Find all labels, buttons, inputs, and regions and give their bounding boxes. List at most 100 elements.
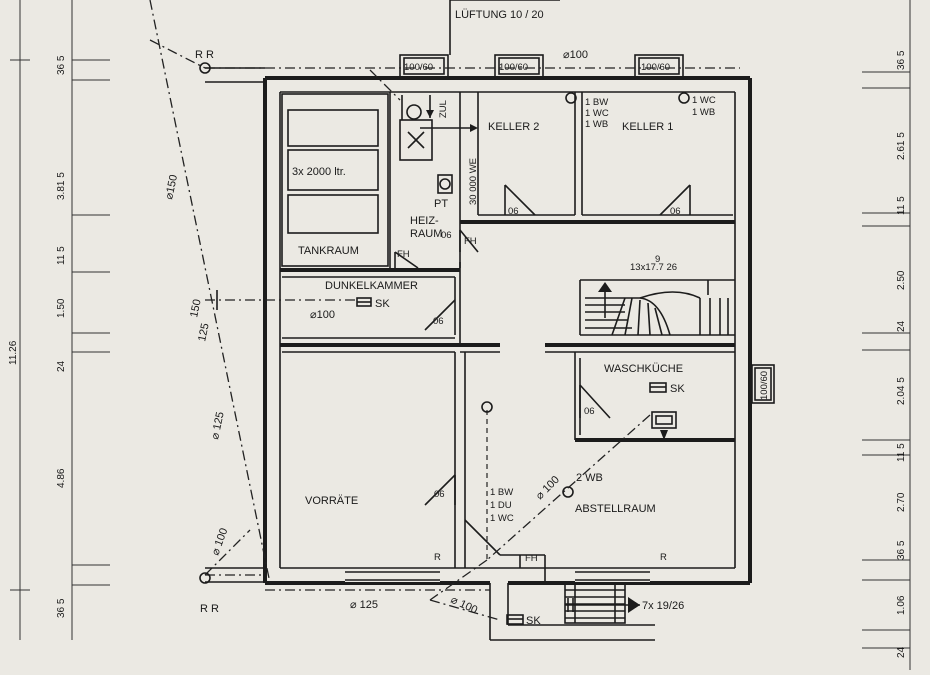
room-abstellraum-label: ABSTELLRAUM (575, 503, 656, 515)
room-waschkueche-label: WASCHKÜCHE (604, 363, 683, 375)
dim-right-10: 1.06 (896, 595, 907, 615)
room-keller-1-label: KELLER 1 (622, 121, 673, 133)
fh-label-1: FH (397, 249, 410, 260)
dim-right-8: 2.70 (896, 492, 907, 512)
door-width-6: 06 (441, 230, 452, 241)
cleanout-top (199, 62, 211, 74)
door-width-4: 06 (584, 406, 595, 417)
wb-label: 2 WB (576, 472, 603, 484)
keller1-conn-2: 1 WB (692, 107, 715, 118)
dim-right-11: 24 (896, 646, 907, 658)
connection-point-keller-1 (678, 92, 690, 104)
door-width-5: 06 (434, 489, 445, 500)
stairwell (579, 279, 735, 336)
dim-right-3: 11 5 (896, 196, 907, 215)
dim-right-4: 2.50 (896, 270, 907, 290)
room-dunkelkammer-label: DUNKELKAMMER (325, 280, 418, 292)
pipe-label-100-lower: ⌀ 100 (210, 527, 231, 557)
stairs-steps-number: 9 (655, 254, 660, 265)
room-keller-1 (581, 92, 733, 216)
bottom-windows (345, 570, 650, 582)
dim-right-5: 24 (896, 320, 907, 332)
pt-label: PT (434, 198, 448, 210)
heizraum-label-2: RAUM (410, 228, 442, 240)
pipe-label-150-diag: ⌀150 (163, 174, 180, 201)
pipe-label-125-diag: ⌀ 125 (209, 411, 227, 441)
stairs-label: 13x17.7 26 (630, 262, 677, 273)
dim-right-7: 11 5 (896, 443, 907, 462)
chimney-2 (494, 54, 544, 78)
vorraete-conn-3: 1 WC (490, 513, 514, 524)
dim-left-6: 4.86 (56, 468, 67, 488)
fh-label-2: FH (464, 236, 477, 247)
right-dimension-lines (862, 0, 911, 670)
zul-label: ZUL (438, 100, 449, 118)
pipe-label-150-side: 150 (188, 298, 204, 318)
room-waschkueche (574, 352, 735, 442)
connection-point-keller-2 (565, 92, 577, 104)
heizraum-label-1: HEIZ- (410, 215, 439, 227)
room-keller-2 (460, 92, 735, 224)
ventilation-duct (449, 0, 560, 55)
stairs-outside-label: 7x 19/26 (642, 600, 684, 612)
room-abstellraum (464, 519, 546, 583)
rr-top-label: R R (195, 49, 214, 61)
dim-left-overall: 11.26 (8, 340, 19, 365)
dim-right-1: 36 5 (896, 50, 907, 70)
room-tankraum (281, 93, 419, 269)
keller1-conn-1: 1 WC (692, 95, 716, 106)
connection-point-vorraete (481, 401, 493, 413)
door-width-1: 06 (508, 206, 519, 217)
door-width-2: 06 (670, 206, 681, 217)
pipe-label-dunkelkammer: ⌀100 (310, 309, 335, 321)
dim-left-2: 3.81 5 (56, 172, 67, 200)
sk-label-2: SK (670, 383, 685, 395)
sk-label-1: SK (375, 298, 390, 310)
pipe-label-100-top: ⌀100 (563, 49, 588, 61)
cleanout-bottom (199, 572, 211, 584)
keller2-conn-1: 1 BW (585, 97, 608, 108)
connection-point-abstellraum (562, 486, 574, 498)
chimney-4 (751, 364, 775, 404)
dim-left-5: 24 (56, 360, 67, 372)
room-keller-2-label: KELLER 2 (488, 121, 539, 133)
chimney-3 (634, 54, 684, 78)
room-heizraum (389, 92, 479, 268)
left-dimension-lines (10, 0, 110, 640)
dim-left-3: 11 5 (56, 246, 67, 265)
dim-left-1: 36 5 (56, 55, 67, 75)
chimney-1 (399, 54, 449, 78)
outer-walls (205, 67, 752, 585)
tank-capacity-label: 3x 2000 ltr. (292, 166, 346, 178)
interior-walls (282, 343, 735, 568)
vorraete-conn-2: 1 DU (490, 500, 512, 511)
boiler-label: 30 000 WE (468, 158, 479, 205)
ventilation-label: LÜFTUNG 10 / 20 (455, 9, 544, 21)
vorraete-conn-1: 1 BW (490, 487, 513, 498)
pipe-label-125-side: 125 (196, 322, 212, 342)
chimney-1-label: 100/60 (404, 62, 433, 73)
dim-left-7: 36 5 (56, 598, 67, 618)
radiator-label-1: R (434, 552, 441, 563)
keller2-conn-3: 1 WB (585, 119, 608, 130)
pipe-label-125-bottom: ⌀ 125 (350, 599, 378, 611)
room-vorraete-label: VORRÄTE (305, 495, 358, 507)
radiator-label-2: R (660, 552, 667, 563)
chimney-3-label: 100/60 (641, 62, 670, 73)
room-vorraete (424, 474, 456, 506)
rr-bottom-label: R R (200, 603, 219, 615)
keller2-conn-2: 1 WC (585, 108, 609, 119)
door-width-3: 06 (433, 316, 444, 327)
fh-label-3: FH (525, 553, 538, 564)
room-dunkelkammer (280, 262, 461, 347)
dim-left-4: 1.50 (56, 298, 67, 318)
chimney-4-label: 100/60 (759, 371, 770, 400)
pipe-label-100-bottom: ⌀ 100 (449, 594, 479, 617)
sk-label-3: SK (526, 615, 541, 627)
outside-entrance (489, 582, 655, 641)
room-tankraum-label: TANKRAUM (298, 245, 359, 257)
dim-right-2: 2.61 5 (896, 132, 907, 160)
dim-right-6: 2.04 5 (896, 377, 907, 405)
dim-right-9: 36 5 (896, 540, 907, 560)
